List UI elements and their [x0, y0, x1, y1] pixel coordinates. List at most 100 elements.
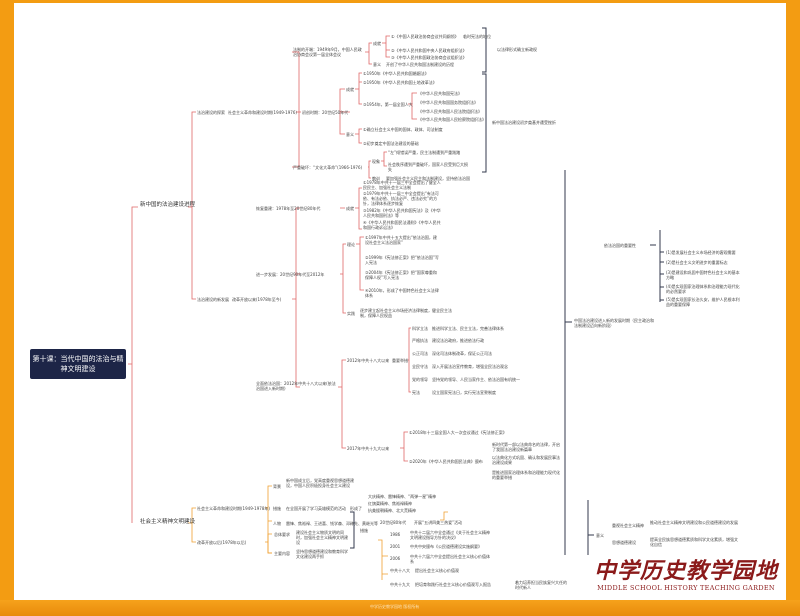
damage-item: 社会秩序遭到严重破坏，国家人民受到巨大损失 — [388, 162, 468, 172]
law-item: 《中华人民共和国宪法》 — [418, 91, 462, 96]
node-explore: 法治建设的探索 — [197, 110, 225, 115]
tag-background: 背景 — [273, 484, 281, 489]
measure-text: 深化司法体制改革，保证公正司法 — [432, 351, 492, 356]
tag-achieve: 成就 — [373, 41, 381, 46]
early-item: ①1950年《中华人民共和国婚姻法》 — [363, 71, 429, 76]
early-item: ③1954年，第一届全国人大 — [363, 102, 413, 107]
reform-text: 把培育和践行社会主义核心价值观写入报告 — [415, 582, 491, 587]
early-item: ②1950年《中华人民共和国土地改革法》 — [363, 80, 437, 85]
node-damage: 严重破坏：“文化大革命”(1966-1976) — [293, 165, 363, 170]
node-develop: 法治建设的新发展 — [197, 297, 229, 302]
spirit-text: 提高全民族思想道德素质和科学文化素质，增强文化自信 — [650, 537, 738, 547]
further-item: ①1997年中共十五大提出“依法治国，建设社会主义法治国家” — [365, 235, 437, 245]
early-meaning: ①确立社会主义中国的国体、政体、司法制度 — [363, 127, 443, 132]
further-item: ④2010年，形成了中国特色社会主义法律体系 — [365, 288, 439, 298]
measure-name: 宪法 — [412, 390, 420, 395]
measure-text: 设立国家宪法日，实行宪法宣誓制度 — [432, 390, 496, 395]
start-item: ①《中国人民政治协商会议共同纲领》 — [391, 34, 459, 39]
early-meaning: ②初步奠定中国法治建设的基础 — [363, 141, 419, 146]
reform-text: 中共中央颁布《公民道德建设实施纲要》 — [410, 544, 482, 549]
spirit-list: 抗美援朝精神、北大荒精神 — [368, 508, 416, 513]
restart-item: ①1978年中共十一届三中全会提出了健全人民民主、加强社会主义法制 — [363, 180, 441, 190]
importance-item: (3)是建设和巩固中国特色社会主义的基本方略 — [666, 270, 740, 280]
reform-year: 中共十九大 — [390, 582, 410, 587]
footer-text: 中学历史教学园地 版权所有 — [370, 604, 420, 609]
measure-name: 党的领导 — [412, 377, 428, 382]
spirit-text: 推动社会主义精神文明建设和公民道德建设的发展 — [650, 520, 738, 525]
start-item: ②《中华人民共和国中央人民政府组织法》 — [391, 48, 467, 53]
importance-item: (5)是实现国家长治久安，维护人民根本利益的重要保障 — [666, 297, 740, 307]
logo-en: MIDDLE SCHOOL HISTORY TEACHING GARDEN — [597, 584, 775, 592]
reform-text: 提出社会主义核心价值观 — [415, 568, 459, 573]
site-logo: 中学历史教学园地 MIDDLE SCHOOL HISTORY TEACHING … — [588, 558, 784, 593]
importance-item: (4)是实现国家治理体系和治理能力现代化的必然要求 — [666, 284, 740, 294]
reform-text: 开展“五讲四美三热爱”活动 — [414, 520, 463, 525]
reform-year: 2001 — [390, 544, 401, 549]
start-meaning: 开创了中华人民共和国法制建设的历程 — [386, 62, 454, 67]
node-b2-reform: 改革开放以后(1978年以后) — [197, 540, 247, 545]
tag-goal: 总体要求 — [274, 532, 290, 537]
measure-result: 形成了 — [350, 506, 362, 511]
page-title: 第十课：当代中国的法治与精神文明建设 — [30, 349, 126, 379]
spirit-list: 红旗渠精神、焦裕禄精神 — [368, 501, 412, 506]
node-explore-period: 社会主义革命和建设时期(1949-1976) — [228, 110, 297, 115]
reform-year: 中共十八大 — [390, 568, 410, 573]
logo-cn: 中学历史教学园地 — [593, 558, 778, 584]
restart-item: ②1979年中共十一届三中全会提出“有法可依、有法必依、执法必严、违法必究”的方… — [363, 191, 439, 206]
node-start: 法制的开端：1949年9月，中国人民政治协商会议第一届全体会议 — [293, 47, 362, 57]
branch-legal-construction: 新中国的法治建设进程 — [140, 202, 196, 208]
start-item: ③《中华人民共和国政治协商会议组织法》 — [391, 55, 467, 60]
goal-text: 建设社会主义物质文明的同时，加强社会主义精神文明建设 — [296, 530, 348, 545]
importance-item: (1)是发展社会主义市场经济的客观需要 — [666, 250, 736, 255]
right-summary: 中国法治建设进入新的发展时期（民主政治和法制建设迈向新阶段） — [574, 318, 654, 328]
node-importance: 依法治国的重要性 — [604, 243, 636, 248]
measure-name: 严格执法 — [412, 338, 428, 343]
law-item: 《中华人民共和国国务院组织法》 — [418, 100, 478, 105]
reform-year: 20世纪80年代 — [380, 520, 407, 525]
tag-meaning: 意义 — [373, 62, 381, 67]
people-text: 雷锋、焦裕禄、王进喜、钱学森、邓稼先、黄继光等 — [286, 521, 378, 526]
measure-name: 科学立法 — [412, 326, 428, 331]
spirit-list: 大庆精神、雷锋精神、“两弹一星”精神 — [368, 494, 437, 499]
node-restart: 恢复重建：1978年至20世纪80年代 — [256, 206, 321, 211]
explore-summary: 新中国法治建设初步奠基并遭受挫折 — [492, 120, 556, 125]
tag-theory: 理论 — [347, 242, 355, 247]
measure-name: 全民守法 — [412, 364, 428, 369]
reform-text: 中共十六届六中全会提出社会主义核心价值体系 — [410, 554, 490, 564]
branch-spiritual-civilization: 社会主义精神文明建设 — [140, 519, 196, 525]
reform-year: 2006 — [390, 556, 401, 561]
further-item: ③2004年《宪法修正案》把“国家尊重和保障人权”写入宪法 — [365, 270, 437, 280]
s19-item: ①2018年十三届全国人大一次会议通过《宪法修正案》 — [409, 430, 507, 435]
importance-item: (2)是社会主义文明进步的重要标志 — [666, 260, 728, 265]
measure-name: 公正司法 — [412, 351, 428, 356]
s19-sub: 是推进国家治理体系和治理能力现代化的重要举措 — [492, 470, 560, 480]
reform-final: 着力培养担当民族复兴大任的时代新人 — [515, 580, 567, 590]
restart-item: ④《中华人民共和国民法通则》《中华人民共和国行政诉讼法》 — [363, 220, 441, 230]
start-summary: 以法律形式确立新政权 — [497, 47, 537, 52]
tag-content: 主要内容 — [274, 551, 290, 556]
content-text: 坚持思想道德建设和教育科学文化建设两手抓 — [296, 549, 348, 559]
damage-lesson: 要加强社会主义民主和法制建设，坚持依法治国 — [386, 176, 470, 181]
measure-text: 在全国开展了学习英雄模范的活动 — [286, 506, 346, 511]
background-text: 新中国成立后，党高度重视思想道德建设，中国人民积极投身社会主义建设 — [286, 478, 354, 488]
node-spirit-meaning: 意义 — [596, 533, 604, 538]
measure-text: 推进科学立法、民主立法，完善法律体系 — [432, 326, 504, 331]
reform-year: 1986 — [390, 532, 401, 537]
tag-people: 人物 — [273, 521, 281, 526]
measure-text: 深入开展法治宣传教育，增强全民法治观念 — [432, 364, 508, 369]
node-further: 进一步发展：20世纪90年代至2012年 — [256, 272, 325, 277]
start-note: 临时宪法的地位 — [463, 34, 491, 39]
spirit-name: 重视社会主义精神 — [612, 523, 644, 528]
tag-achieve: 成就 — [346, 87, 354, 92]
law-item: 《中华人民共和国人民法院组织法》 — [418, 109, 482, 114]
further-item: ②1999年《宪法修正案》把“依法治国”写入宪法 — [365, 255, 439, 265]
node-early: 初创时期：20世纪50年代 — [302, 110, 349, 115]
restart-item: ③1982年《中华人民共和国宪法》及《中华人民共和国刑法》等 — [363, 208, 441, 218]
tag-meaning: 意义 — [346, 132, 354, 137]
measure-text: 建设法治政府，推进依法行政 — [432, 338, 484, 343]
s19-sub: 新时代第一部以法典命名的法律，开启了我国法治建设新篇章 — [492, 442, 560, 452]
tag-measures: 重要举措 — [392, 358, 408, 363]
tag-measure: 措施 — [273, 506, 281, 511]
node-comprehensive: 全面依法治国：2012年中共十八大以来(依法治国进入新时期) — [256, 381, 336, 391]
